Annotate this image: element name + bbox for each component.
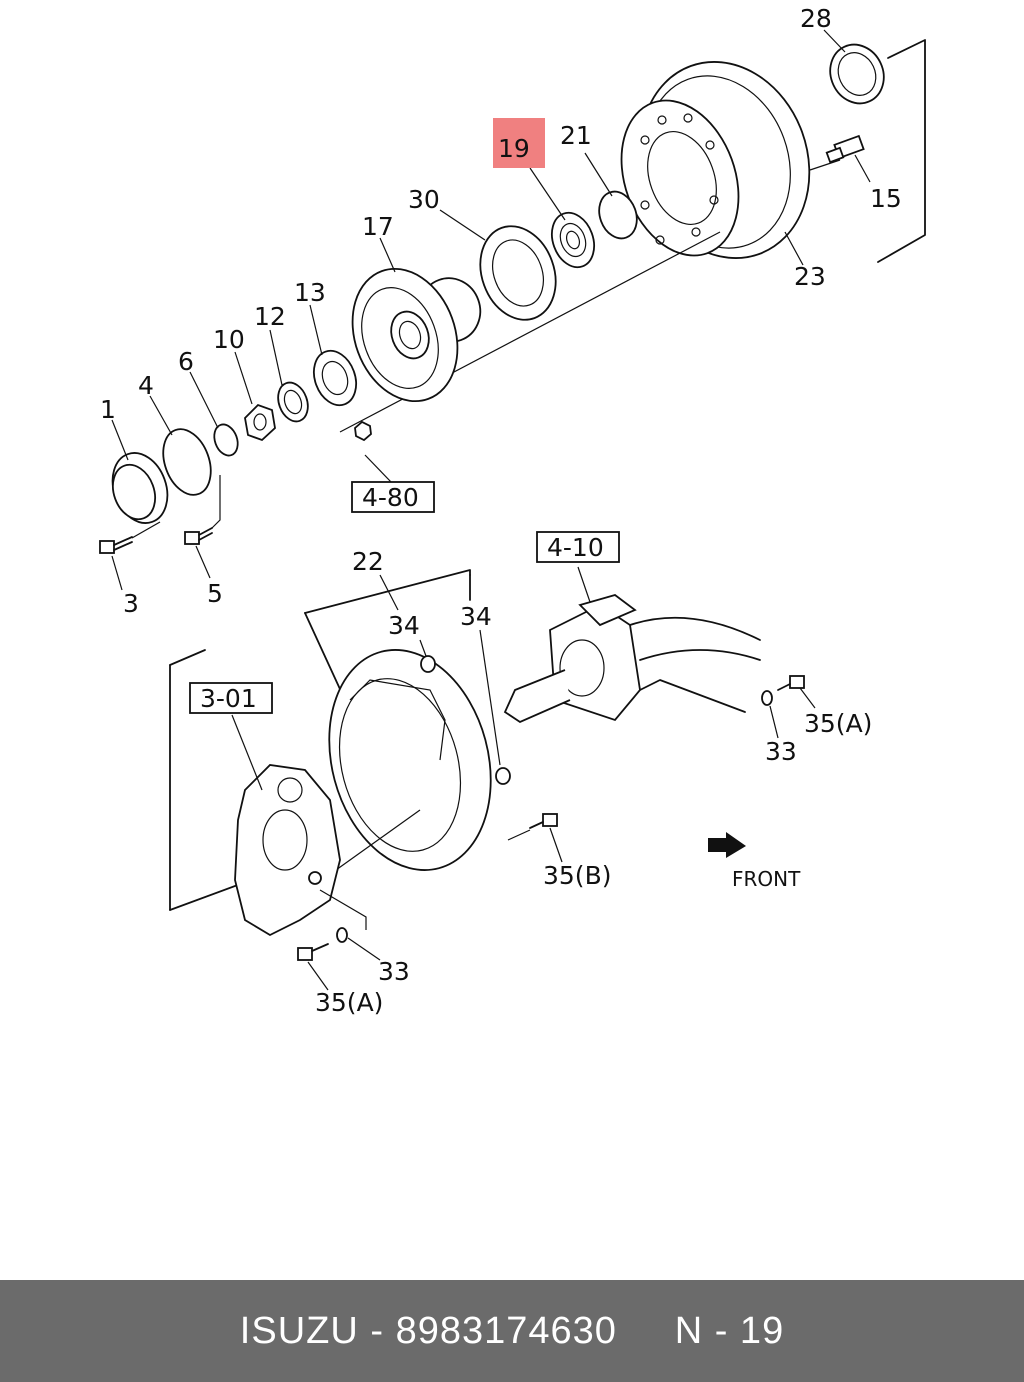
stud-leader <box>809 159 841 171</box>
plug-34b <box>495 767 511 785</box>
footer-part-number: 8983174630 <box>395 1309 617 1352</box>
nut-10 <box>244 403 276 442</box>
gasket-4 <box>162 428 212 496</box>
steering-knuckle <box>503 594 761 724</box>
leader-lines <box>111 29 871 991</box>
wheel-stud-15 <box>825 134 865 164</box>
callout-33-left: 33 <box>378 957 410 986</box>
callout-35a-left: 35(A) <box>315 988 383 1017</box>
hub-cap-1 <box>111 452 169 524</box>
footer-caption: ISUZU - 8983174630 N - 19 <box>240 1310 784 1353</box>
callout-19: 19 <box>498 134 530 163</box>
callout-6: 6 <box>178 347 194 376</box>
footer-page-ref: N - 19 <box>674 1309 785 1352</box>
front-arrow-icon <box>708 832 746 858</box>
ref-box-4-10[interactable]: 4-10 <box>536 531 620 563</box>
callout-15: 15 <box>870 184 902 213</box>
nut-4-80 <box>354 420 372 442</box>
footer-separator: - <box>358 1309 396 1352</box>
bolt-35A-left <box>297 943 329 961</box>
bracket-3-01-top <box>169 649 206 666</box>
exploded-parts-diagram: FRONT 28 21 19 30 17 15 23 13 1 <box>99 4 926 1017</box>
callout-34a: 34 <box>388 611 420 640</box>
callout-17: 17 <box>362 212 394 241</box>
washer-33-right <box>761 690 773 706</box>
washer-12 <box>277 381 309 423</box>
bearing-13 <box>313 349 357 407</box>
brake-drum <box>620 61 811 259</box>
svg-text:4-80: 4-80 <box>362 483 419 512</box>
callout-1: 1 <box>100 395 116 424</box>
callout-33-right: 33 <box>765 737 797 766</box>
footer-brand: ISUZU <box>239 1309 359 1352</box>
plug-34a <box>420 655 436 673</box>
callout-35a-right: 35(A) <box>804 709 872 738</box>
anchor-bracket-line <box>319 889 367 930</box>
callout-35b: 35(B) <box>543 861 611 890</box>
footer-bar: ISUZU - 8983174630 N - 19 <box>0 1280 1024 1382</box>
callout-22: 22 <box>352 547 384 576</box>
bolt-35B <box>507 813 558 841</box>
callout-30: 30 <box>408 185 440 214</box>
callout-23: 23 <box>794 262 826 291</box>
callout-3: 3 <box>123 589 139 618</box>
bolt-35A-right <box>777 675 805 691</box>
callout-13: 13 <box>294 278 326 307</box>
bracket-drum-group <box>877 39 926 263</box>
bracket-backplate-left <box>304 612 346 701</box>
highlight-19 <box>493 118 545 168</box>
ref-box-3-01[interactable]: 3-01 <box>189 682 273 714</box>
callout-12: 12 <box>254 302 286 331</box>
callout-4: 4 <box>138 371 154 400</box>
washer-33-left <box>336 927 348 943</box>
tone-ring-30 <box>479 225 557 321</box>
bearing-19 <box>551 211 595 269</box>
backing-plate-22 <box>321 649 492 881</box>
svg-text:3-01: 3-01 <box>200 684 257 713</box>
footer-gap <box>617 1310 675 1352</box>
callout-5: 5 <box>207 579 223 608</box>
callout-34b: 34 <box>460 602 492 631</box>
callout-28: 28 <box>800 4 832 33</box>
oil-seal-28 <box>829 43 885 105</box>
svg-text:4-10: 4-10 <box>547 533 604 562</box>
lock-washer-6 <box>213 423 239 457</box>
brake-anchor-3-01 <box>234 764 341 937</box>
callout-10: 10 <box>213 325 245 354</box>
ref-box-4-80[interactable]: 4-80 <box>351 481 435 513</box>
front-label: FRONT <box>732 867 801 891</box>
bolt-3 <box>99 521 161 554</box>
wheel-hub-17 <box>351 267 482 403</box>
bracket-backplate-top <box>304 569 471 614</box>
callout-21: 21 <box>560 121 592 150</box>
bolt-5 <box>184 475 221 545</box>
